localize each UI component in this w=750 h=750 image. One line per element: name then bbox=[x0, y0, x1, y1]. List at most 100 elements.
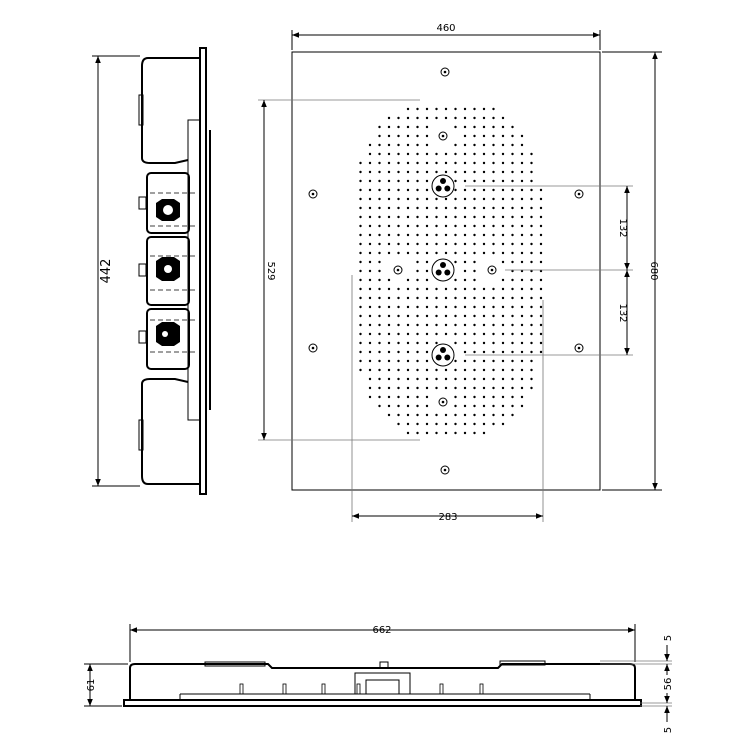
nozzle-dot bbox=[425, 107, 429, 111]
nozzle-dot bbox=[463, 197, 467, 201]
nozzle-dot bbox=[501, 233, 505, 237]
nozzle-dot bbox=[444, 431, 448, 435]
nozzle-dot bbox=[425, 269, 429, 273]
nozzle-dot bbox=[444, 323, 448, 327]
nozzle-dot bbox=[454, 152, 457, 156]
nozzle-dot bbox=[520, 188, 524, 192]
nozzle-dot bbox=[378, 305, 381, 309]
nozzle-dot bbox=[378, 152, 381, 156]
nozzle-dot bbox=[501, 413, 505, 417]
nozzle-dot bbox=[368, 251, 372, 255]
nozzle-dot bbox=[530, 305, 533, 309]
nozzle-dot bbox=[416, 323, 419, 327]
nozzle-dot bbox=[501, 242, 505, 246]
nozzle-dot bbox=[406, 278, 410, 282]
nozzle-dot bbox=[359, 305, 362, 309]
nozzle-dot bbox=[387, 413, 391, 417]
nozzle-dot bbox=[454, 377, 457, 381]
nozzle-dot bbox=[454, 323, 457, 327]
nozzle-dot bbox=[511, 233, 514, 237]
nozzle-dot bbox=[416, 188, 419, 192]
nozzle-dot bbox=[416, 224, 419, 228]
nozzle-dot bbox=[378, 125, 381, 129]
mount-point bbox=[438, 131, 448, 141]
nozzle-dot bbox=[501, 314, 505, 318]
dim-spray-width: 283 bbox=[438, 512, 457, 523]
nozzle-dot bbox=[416, 215, 419, 219]
nozzle-dot bbox=[387, 161, 391, 165]
nozzle-dot bbox=[416, 395, 419, 399]
nozzle-dot bbox=[435, 152, 438, 156]
nozzle-dot bbox=[435, 386, 438, 390]
nozzle-dot bbox=[463, 377, 467, 381]
nozzle-dot bbox=[378, 314, 381, 318]
nozzle-dot bbox=[530, 323, 533, 327]
nozzle-dot bbox=[454, 305, 457, 309]
nozzle-dot bbox=[511, 323, 514, 327]
mount-point bbox=[438, 397, 448, 407]
nozzle-dot bbox=[454, 242, 457, 246]
nozzle-dot bbox=[359, 179, 362, 183]
nozzle-dot bbox=[530, 224, 533, 228]
nozzle-dot bbox=[530, 350, 533, 354]
nozzle-dot bbox=[473, 215, 476, 219]
nozzle-dot bbox=[435, 116, 438, 120]
nozzle-dot bbox=[416, 341, 419, 345]
nozzle-dot bbox=[492, 116, 495, 120]
nozzle-dot bbox=[501, 305, 505, 309]
nozzle-dot bbox=[473, 341, 476, 345]
nozzle-dot bbox=[425, 395, 429, 399]
nozzle-dot bbox=[482, 287, 486, 291]
nozzle-dot bbox=[368, 170, 372, 174]
nozzle-dot bbox=[473, 287, 476, 291]
nozzle-dot bbox=[511, 260, 514, 264]
nozzle-dot bbox=[406, 224, 410, 228]
nozzle-dot bbox=[482, 377, 486, 381]
nozzle-dot bbox=[492, 242, 495, 246]
nozzle-dot bbox=[368, 395, 372, 399]
nozzle-dot bbox=[520, 215, 524, 219]
nozzle-dot bbox=[539, 233, 543, 237]
nozzle-dot bbox=[482, 116, 486, 120]
nozzle-dot bbox=[482, 161, 486, 165]
nozzle-dot bbox=[406, 368, 410, 372]
nozzle-dot bbox=[520, 296, 524, 300]
nozzle-dot bbox=[406, 116, 410, 120]
side-view: 442 bbox=[92, 47, 211, 495]
nozzle-dot bbox=[397, 341, 400, 345]
nozzle-dot bbox=[444, 422, 448, 426]
nozzle-dot bbox=[378, 386, 381, 390]
nozzle-dot bbox=[492, 233, 495, 237]
nozzle-dot bbox=[463, 341, 467, 345]
massage-jets bbox=[308, 67, 584, 475]
nozzle-dot bbox=[378, 287, 381, 291]
nozzle-dot bbox=[492, 377, 495, 381]
nozzle-dot bbox=[425, 260, 429, 264]
nozzle-dot bbox=[425, 431, 429, 435]
nozzle-dot bbox=[492, 287, 495, 291]
nozzle-dot bbox=[492, 413, 495, 417]
nozzle-dot bbox=[492, 314, 495, 318]
nozzle-dot bbox=[473, 404, 476, 408]
nozzle-dot bbox=[463, 224, 467, 228]
nozzle-dot bbox=[406, 350, 410, 354]
nozzle-dot bbox=[368, 386, 372, 390]
nozzle-dot bbox=[444, 296, 448, 300]
nozzle-dot bbox=[511, 314, 514, 318]
mount-point bbox=[440, 465, 450, 475]
nozzle-dot bbox=[454, 368, 457, 372]
nozzle-dot bbox=[406, 431, 410, 435]
nozzle-dot bbox=[482, 305, 486, 309]
mount-point bbox=[308, 189, 318, 199]
nozzle-dot bbox=[359, 251, 362, 255]
front-plate-outline bbox=[291, 51, 601, 491]
nozzle-dot bbox=[406, 215, 410, 219]
nozzle-dot bbox=[454, 260, 457, 264]
peg bbox=[321, 683, 326, 695]
nozzle-dot bbox=[368, 161, 372, 165]
nozzle-dot bbox=[473, 377, 476, 381]
nozzle-dot bbox=[463, 386, 467, 390]
nozzle-dot bbox=[444, 233, 448, 237]
nozzle-dot bbox=[530, 179, 533, 183]
